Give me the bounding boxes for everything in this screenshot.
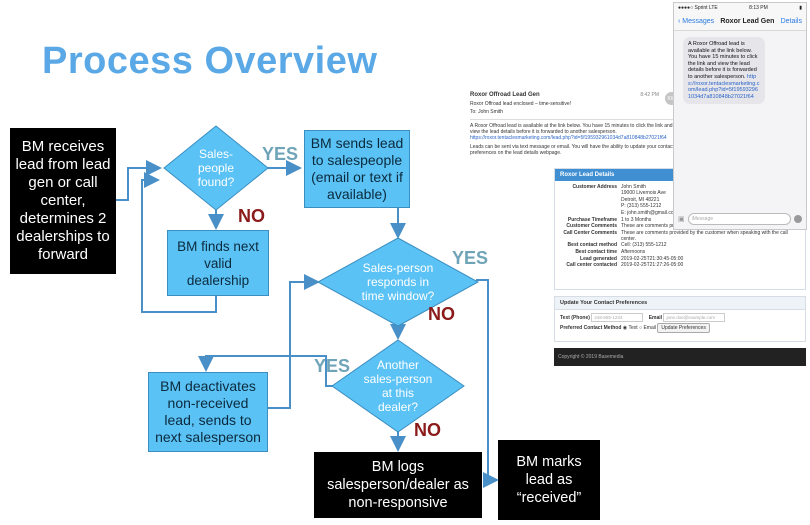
- radio-email[interactable]: ○ Email: [639, 325, 656, 331]
- carrier: ●●●●○ Sprint LTE: [678, 4, 718, 11]
- email-preview-text: Roxor Offroad lead enclosed – time-sensi…: [470, 101, 572, 107]
- lead-detail-value: Cell: (313) 555-1212: [621, 242, 667, 249]
- email-to-label: To:: [470, 109, 477, 115]
- lead-detail-label: Call center contacted: [566, 262, 617, 269]
- lead-detail-row: Detroit, MI 48221: [559, 197, 801, 203]
- lead-detail-label: Purchase Timeframe: [567, 216, 617, 223]
- step-log-non-responsive: BM logs salesperson/dealer as non-respon…: [314, 452, 482, 518]
- phone-input-bar: ▣ iMessage: [678, 213, 802, 225]
- email-input[interactable]: jane.doe@example.com: [663, 313, 726, 322]
- imessage-input[interactable]: iMessage: [687, 213, 791, 225]
- lead-detail-row: Call Center Comments These are comments p…: [559, 230, 801, 242]
- lead-detail-value: E: john.smith@gmail.com: [621, 209, 678, 216]
- email-footer: Leads can be sent via text message or em…: [470, 144, 675, 156]
- phone-header: ‹ Messages Roxor Lead Gen Details: [674, 12, 806, 31]
- decision-responds: [316, 237, 480, 327]
- decision-another: [331, 339, 465, 433]
- step-mark-received: BM marks lead as “received”: [498, 440, 600, 520]
- step-deactivate-lead: BM deactivates non-received lead, sends …: [148, 372, 268, 452]
- lead-detail-label: Customer Comments: [566, 223, 617, 230]
- lead-detail-value: Afternoons: [621, 248, 646, 255]
- phone-sms-preview: ●●●●○ Sprint LTE 8:13 PM ▮ ‹ Messages Ro…: [673, 2, 807, 230]
- battery-icon: ▮: [799, 4, 802, 11]
- radio-text[interactable]: ◉ Text: [622, 325, 638, 331]
- lead-detail-label: [559, 203, 621, 209]
- text-phone-label: Text (Phone): [560, 314, 590, 321]
- copyright-footer: Copyright © 2019 Basemedia: [554, 348, 806, 366]
- yes-label: YES: [262, 144, 299, 164]
- lead-detail-value: Detroit, MI 48221: [621, 196, 660, 203]
- update-preferences-button[interactable]: Update Preferences: [657, 323, 710, 333]
- email-label: Email: [648, 314, 663, 321]
- lead-detail-label: Call Center Comments: [563, 229, 617, 236]
- lead-detail-value: These are comments provided by the custo…: [621, 229, 788, 242]
- lead-detail-row: P: (313) 555-1212: [559, 203, 801, 209]
- decision-salespeople-found-label: Sales-people found?: [197, 147, 235, 189]
- yes-label: YES: [452, 248, 489, 268]
- text-phone-input[interactable]: 248-555-1234: [591, 313, 644, 322]
- back-button[interactable]: ‹ Messages: [678, 17, 715, 25]
- preferred-method-label: Preferred Contact Method: [560, 325, 622, 331]
- lead-detail-label: [559, 197, 621, 203]
- phone-status-bar: ●●●●○ Sprint LTE 8:13 PM ▮: [674, 3, 806, 12]
- lead-detail-label: Best contact method: [567, 242, 617, 249]
- step-find-next-dealership: BM finds next valid dealership: [167, 230, 269, 296]
- sms-lead-link[interactable]: https://roxor.tentaclesmarketing.com/lea…: [688, 73, 760, 100]
- lead-detail-row: Customer Address John Smith: [559, 184, 801, 190]
- lead-detail-value: 2019-02-25T21:27:26-05:00: [621, 262, 684, 269]
- details-button[interactable]: Details: [780, 17, 802, 25]
- lead-detail-value: P: (313) 555-1212: [621, 203, 662, 210]
- lead-detail-label: [559, 210, 621, 216]
- email-subject: Roxor Offroad Lead Gen: [470, 92, 540, 98]
- lead-detail-label: [559, 190, 621, 196]
- preferences-heading: Update Your Contact Preferences: [555, 297, 805, 310]
- lead-detail-row: Best contact method Cell: (313) 555-1212: [559, 242, 801, 248]
- decision-salespeople-found: [163, 125, 269, 211]
- no-label: NO: [428, 304, 455, 324]
- lead-detail-row: Lead generated 2019-02-25T21:30:45-05:00: [559, 256, 801, 262]
- lead-detail-value: 1 to 3 Months: [621, 216, 652, 223]
- email-time: 8:42 PM: [640, 92, 659, 98]
- lead-detail-row: Purchase Timeframe 1 to 3 Months: [559, 217, 801, 223]
- lead-detail-label: Customer Address: [572, 183, 617, 190]
- preferences-panel: Update Your Contact Preferences Text (Ph…: [554, 296, 806, 342]
- email-body: A Roxor Offroad lead is available at the…: [470, 123, 673, 135]
- lead-detail-label: Best contact time: [575, 248, 617, 255]
- decision-responds-label: Sales-person responds in time window?: [361, 261, 435, 303]
- no-label: NO: [414, 420, 441, 440]
- sms-message: A Roxor Offroad lead is available at the…: [688, 41, 758, 80]
- lead-detail-row: Best contact time Afternoons: [559, 249, 801, 255]
- yes-label: YES: [314, 356, 351, 376]
- sms-bubble: A Roxor Offroad lead is available at the…: [683, 37, 765, 105]
- lead-detail-value: 19000 Livernois Ave: [621, 190, 666, 197]
- lead-detail-label: Lead generated: [580, 255, 617, 262]
- lead-detail-row: E: john.smith@gmail.com: [559, 210, 801, 216]
- email-preview: Roxor Offroad Lead Gen Roxor Offroad lea…: [462, 88, 684, 163]
- contact-name: Roxor Lead Gen: [720, 17, 775, 25]
- phone-time: 8:13 PM: [749, 4, 768, 11]
- lead-detail-row: 19000 Livernois Ave: [559, 190, 801, 196]
- decision-another-label: Another sales-person at this dealer?: [363, 358, 433, 414]
- step-send-lead: BM sends lead to salespeople (email or t…: [304, 130, 410, 208]
- email-to: John Smith: [478, 109, 504, 115]
- lead-detail-row: Call center contacted 2019-02-25T21:27:26…: [559, 262, 801, 268]
- page-title: Process Overview: [42, 40, 378, 82]
- send-icon[interactable]: [794, 215, 802, 223]
- email-lead-link[interactable]: https://roxor.tentaclesmarketing.com/lea…: [470, 135, 667, 141]
- camera-icon[interactable]: ▣: [678, 216, 685, 223]
- step-receive-lead: BM receives lead from lead gen or call c…: [10, 128, 116, 274]
- no-label: NO: [238, 206, 265, 226]
- lead-detail-value: John Smith: [621, 183, 647, 190]
- lead-detail-value: 2019-02-25T21:30:45-05:00: [621, 255, 684, 262]
